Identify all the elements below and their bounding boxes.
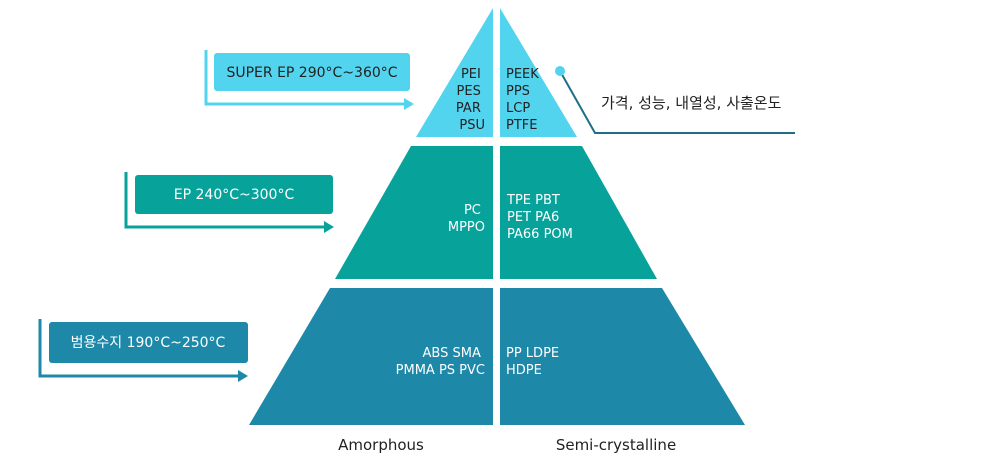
super-ep-label: SUPER EP 290°C~360°C (226, 65, 397, 81)
pyramid-bottom-tier (249, 288, 745, 425)
general-resin-arrow-line (38, 319, 240, 378)
general-resin-label-group: 범용수지 190°C~250°C (38, 319, 248, 382)
callout-line (559, 70, 795, 134)
bottom-left-segment (249, 288, 493, 425)
callout-group: 가격, 성능, 내열성, 사출온도 (555, 66, 795, 134)
top-right-segment (500, 8, 577, 137)
super-ep-label-group: SUPER EP 290°C~360°C (204, 50, 414, 110)
bottom-right-segment (500, 288, 745, 425)
middle-left-segment (335, 146, 493, 279)
top-semicrystalline-items: PEEK PPS LCP PTFE (506, 67, 543, 133)
ep-arrow-line (124, 172, 326, 229)
middle-right-segment (500, 146, 657, 279)
middle-semicrystalline-items: TPE PBT PET PA6 PA66 POM (506, 193, 573, 242)
ep-label: EP 240°C~300°C (174, 187, 295, 203)
pyramid-middle-tier (335, 146, 657, 279)
top-left-segment (416, 8, 493, 137)
callout-text: 가격, 성능, 내열성, 사출온도 (601, 94, 782, 112)
bottom-semicrystalline-items: PP LDPE HDPE (506, 346, 563, 378)
super-ep-arrow-head (404, 98, 414, 110)
ep-label-group: EP 240°C~300°C (124, 172, 334, 233)
middle-amorphous-items: PC MPPO (448, 203, 485, 235)
callout-dot-icon (555, 66, 565, 76)
general-resin-label-box (49, 322, 248, 363)
top-amorphous-items: PEI PES PAR PSU (456, 67, 485, 133)
ep-label-box (135, 175, 333, 214)
bottom-amorphous-items: ABS SMA PMMA PS PVC (396, 346, 485, 378)
general-resin-arrow-head (238, 370, 248, 382)
super-ep-label-box (214, 53, 410, 91)
general-resin-label: 범용수지 190°C~250°C (71, 335, 226, 351)
super-ep-arrow-line (204, 50, 406, 106)
amorphous-column-label: Amorphous (338, 436, 424, 454)
ep-arrow-head (324, 221, 334, 233)
semicrystalline-column-label: Semi-crystalline (556, 436, 676, 454)
pyramid-top-tier (416, 8, 577, 137)
